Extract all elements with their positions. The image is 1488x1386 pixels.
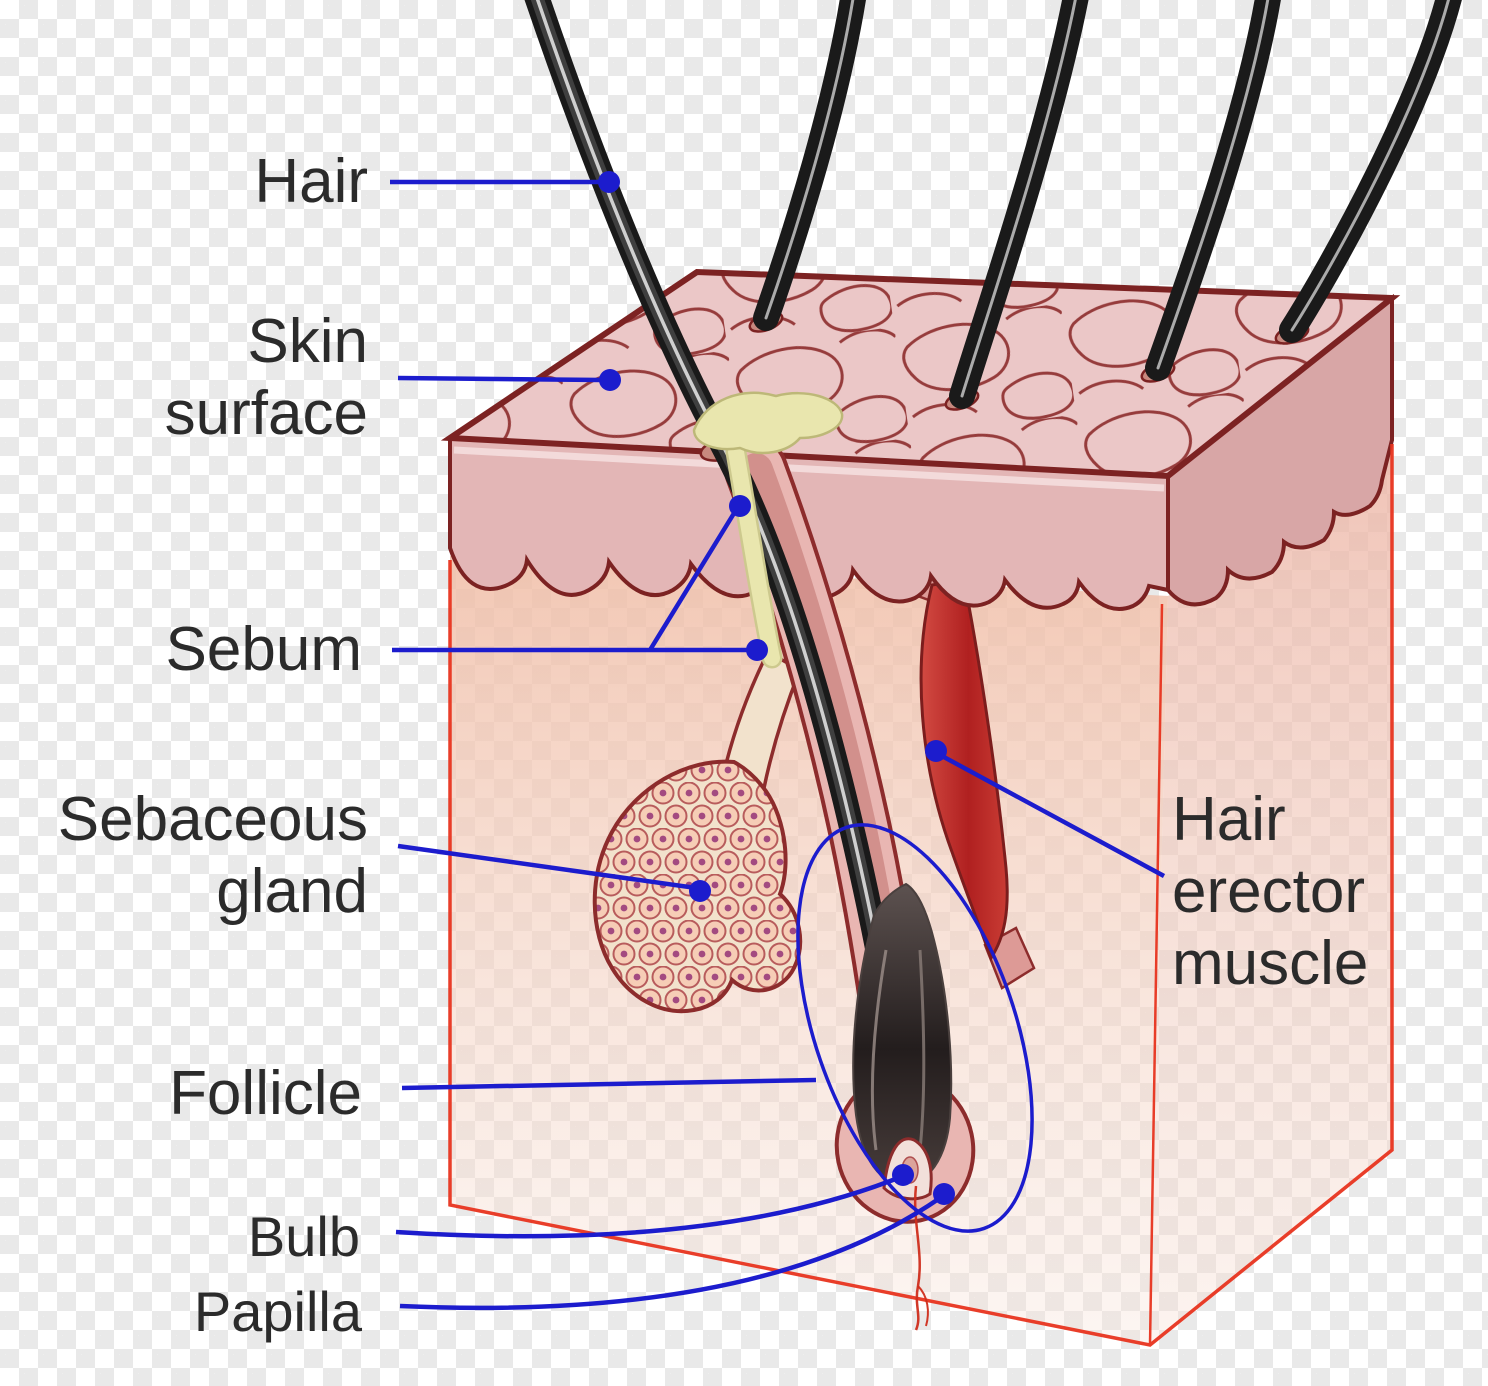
bulb-leader-line [395, 1175, 899, 1239]
sebum-streak [728, 444, 780, 666]
label-hair-erector-line2: erector [1172, 856, 1365, 926]
dermis-right-face [1150, 448, 1392, 1345]
skin-surface-leader-line [397, 375, 603, 383]
hair-erector-muscle-leader-line [940, 754, 1166, 878]
label-hair-erector-line1: Hair [1172, 785, 1286, 854]
bulb-streak-right [918, 949, 926, 1151]
sebum [692, 391, 844, 669]
label-papilla: Papilla [194, 1280, 362, 1344]
skin-surface-dot [599, 369, 621, 391]
epidermis-right-band [1166, 293, 1394, 607]
hair-dot [598, 171, 620, 193]
gland-outline [592, 759, 803, 1014]
sebum-surface-splash [692, 391, 844, 455]
follicle-outline-ellipse [796, 823, 1034, 1233]
label-skin-surface-line2: surface [164, 378, 368, 448]
hair-shaft-3-core [960, 0, 1077, 398]
label-skin-surface-line1: Skin [247, 307, 368, 376]
label-skin-surface: Skin surface [165, 306, 368, 450]
bulb-dot [892, 1164, 914, 1186]
papilla-vessel-branch [917, 1285, 929, 1327]
epidermis [448, 293, 1394, 611]
label-sebaceous-gland: Sebaceous gland [58, 784, 368, 928]
hair-shaft-5-core [1290, 0, 1450, 332]
label-hair: Hair [254, 146, 368, 218]
bulb [852, 882, 953, 1331]
label-sebaceous-gland-line1: Sebaceous [57, 785, 368, 854]
leader-dots [598, 171, 955, 1205]
label-papilla-text: Papilla [193, 1280, 362, 1343]
follicle-leader-line [401, 1077, 817, 1091]
skin-surface-top-face [440, 268, 1401, 480]
top-face-outline [440, 268, 1401, 480]
label-hair-erector-line3: muscle [1172, 928, 1369, 998]
label-bulb-text: Bulb [247, 1205, 360, 1268]
bulb-streak-left [870, 949, 888, 1151]
sebum-leader-line [392, 508, 750, 653]
label-follicle-text: Follicle [169, 1059, 362, 1128]
label-hair-erector-muscle: Hair erector muscle [1172, 784, 1368, 1000]
box-edge-front-right [1148, 603, 1164, 1346]
surface-hairs [753, 0, 1462, 409]
label-hair-text: Hair [254, 147, 368, 216]
hair-shaft-2-core [764, 0, 855, 320]
sebaceous-gland-leader-line [397, 843, 697, 891]
hair-shaft-4-core [1156, 0, 1270, 370]
box-edges [448, 444, 1394, 1347]
papilla-leader-line [399, 1196, 942, 1311]
label-follicle: Follicle [169, 1058, 362, 1130]
sebum-lower-dot [746, 639, 768, 661]
bulb-matrix [852, 882, 953, 1186]
sebum-upper-dot [729, 495, 751, 517]
top-face-cell-pattern [450, 272, 1392, 476]
label-sebum: Sebum [166, 614, 362, 686]
label-sebaceous-gland-line2: gland [216, 856, 368, 926]
sebaceous-gland-dot [689, 880, 711, 902]
hair-shaft-5 [1279, 0, 1462, 343]
papilla-dot [933, 1183, 955, 1205]
label-sebum-text: Sebum [165, 615, 362, 684]
label-bulb: Bulb [248, 1205, 360, 1269]
hair-erector-muscle-dot [925, 740, 947, 762]
hair-shaft-2 [753, 0, 866, 331]
epidermis-highlight [453, 446, 1165, 492]
leader-lines [390, 179, 1166, 1311]
